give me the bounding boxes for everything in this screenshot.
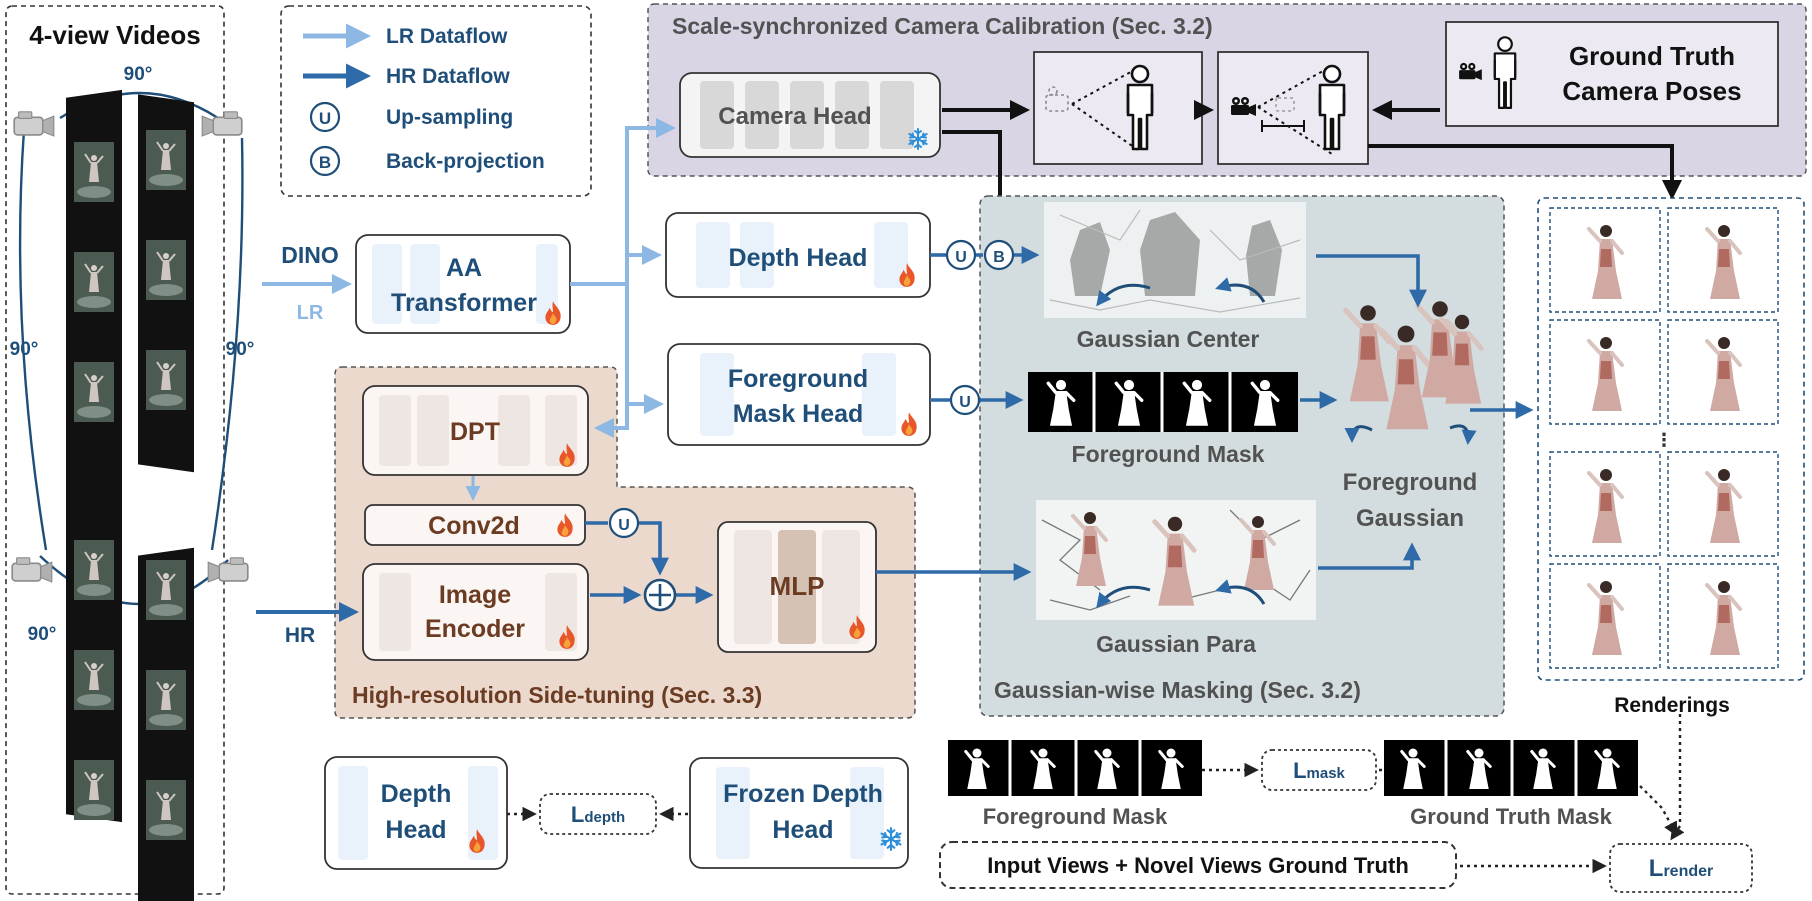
upsampling-icon [309, 101, 341, 133]
foreground-mask-head-block: Foreground Mask Head [667, 343, 931, 446]
side-tuning-panel: High-resolution Side-tuning (Sec. 3.3) D… [334, 366, 916, 719]
frozen-depth-head-label-line1: Frozen Depth [723, 780, 883, 808]
gaussian-masking-title: Gaussian-wise Masking (Sec. 3.2) [994, 677, 1361, 703]
foreground-mask-loss-label: Foreground Mask [983, 804, 1168, 829]
mlp-label: MLP [770, 571, 825, 601]
upsampling-icon [945, 239, 977, 271]
svg-text:Lmask: Lmask [1293, 758, 1345, 783]
angle-label-left: 90° [10, 339, 39, 360]
upsampling-icon [608, 507, 640, 539]
camera-calibration-title: Scale-synchronized Camera Calibration (S… [672, 13, 1213, 39]
image-encoder-block: Image Encoder [362, 563, 589, 661]
input-views-box: Input Views + Novel Views Ground Truth [939, 841, 1457, 889]
camera-head-block: Camera Head [679, 72, 941, 158]
upsampling-icon [949, 384, 981, 416]
angle-label-top: 90° [124, 64, 153, 85]
svg-text:Ldepth: Ldepth [571, 802, 625, 827]
l-render-main: L [1649, 855, 1664, 882]
conv2d-label: Conv2d [428, 512, 520, 540]
hr-label: HR [285, 624, 315, 647]
foreground-mask-head-label-line1: Foreground [728, 365, 868, 393]
svg-text:⋮: ⋮ [1655, 430, 1673, 450]
dpt-label: DPT [450, 418, 500, 446]
angle-label-bottom: 90° [28, 624, 57, 645]
ground-truth-label-line1: Ground Truth [1569, 41, 1735, 71]
ground-truth-poses-block: Ground Truth Camera Poses [1445, 21, 1779, 127]
ground-truth-mask-label: Ground Truth Mask [1410, 804, 1612, 829]
l-depth-box: Ldepth [539, 793, 657, 835]
input-views-label: Input Views + Novel Views Ground Truth [987, 853, 1409, 878]
backprojection-icon [983, 239, 1015, 271]
lr-dataflow [262, 118, 676, 438]
legend-upsampling: Up-sampling [386, 106, 513, 129]
upsampling-symbol: U [618, 517, 630, 534]
calibration-step-1 [1033, 51, 1203, 165]
l-mask-sub: mask [1307, 765, 1346, 782]
aa-transformer-label-line1: AA [446, 254, 482, 282]
renderings-panel: ⋮ [1537, 197, 1805, 681]
svg-text:Lrender: Lrender [1649, 855, 1713, 882]
gaussian-center-image [1044, 202, 1306, 318]
lr-label: LR [297, 302, 324, 324]
input-videos-title: 4-view Videos [29, 20, 201, 50]
depth-head-loss-label-line2: Head [385, 816, 446, 844]
legend-backprojection: Back-projection [386, 150, 545, 173]
conv2d-block: Conv2d [364, 504, 586, 546]
calibration-step-2 [1217, 51, 1369, 165]
backprojection-symbol: B [993, 249, 1005, 266]
frozen-depth-head-block: Frozen Depth Head [689, 757, 909, 869]
legend: LR Dataflow HR Dataflow U Up-sampling B … [280, 5, 592, 197]
film-strip [66, 89, 122, 468]
l-render-box: Lrender [1609, 843, 1753, 893]
ground-truth-label-line2: Camera Poses [1562, 76, 1741, 106]
backprojection-icon [309, 145, 341, 177]
foreground-gaussian-label-line1: Foreground [1343, 469, 1478, 496]
foreground-mask-label: Foreground Mask [1072, 441, 1265, 467]
l-mask-main: L [1293, 758, 1306, 783]
mlp-block: MLP [717, 521, 877, 653]
gaussian-para-image [1036, 500, 1316, 620]
upsampling-symbol: U [955, 249, 967, 266]
frozen-depth-head-label-line2: Head [772, 816, 833, 844]
gaussian-center-label: Gaussian Center [1077, 326, 1260, 352]
input-videos-panel: 4-view Videos 90° 90° 90° 90° [5, 5, 255, 901]
film-strip [66, 434, 122, 823]
camera-head-label: Camera Head [718, 103, 871, 130]
angle-label-right: 90° [226, 339, 255, 360]
depth-head-loss-label-line1: Depth [381, 780, 452, 808]
depth-head-block: Depth Head [665, 212, 931, 298]
foreground-mask-head-label-line2: Mask Head [733, 400, 864, 428]
side-tuning-title: High-resolution Side-tuning (Sec. 3.3) [352, 682, 762, 708]
l-depth-main: L [571, 802, 584, 827]
legend-hr-dataflow: HR Dataflow [386, 65, 510, 88]
upsampling-symbol: U [959, 394, 971, 411]
hr-dataflow [876, 246, 1534, 581]
gaussian-para-label: Gaussian Para [1096, 631, 1256, 657]
image-encoder-label-line2: Encoder [425, 615, 525, 643]
l-render-sub: render [1663, 863, 1713, 880]
foreground-mask-strip [1028, 372, 1298, 432]
depth-head-student-block: Depth Head [324, 756, 508, 870]
camera-calibration-panel: Scale-synchronized Camera Calibration (S… [647, 3, 1807, 264]
renderings-label: Renderings [1614, 694, 1730, 717]
depth-head-label: Depth Head [729, 244, 868, 272]
upsampling-symbol: U [319, 109, 331, 128]
ground-truth-mask-strip [1384, 740, 1638, 796]
l-mask-box: Lmask [1261, 749, 1377, 791]
dpt-block: DPT [362, 385, 589, 476]
image-encoder-label-line1: Image [439, 581, 511, 609]
aa-transformer-block: AA Transformer [355, 234, 571, 334]
foreground-mask-loss-strip [948, 740, 1202, 796]
gaussian-masking-panel: Gaussian-wise Masking (Sec. 3.2) Gaussia… [979, 195, 1505, 717]
backprojection-symbol: B [319, 153, 331, 172]
dino-label: DINO [281, 242, 339, 268]
aa-transformer-label-line2: Transformer [391, 289, 537, 317]
film-strip [138, 547, 194, 901]
film-strip [138, 94, 194, 473]
l-depth-sub: depth [584, 809, 625, 826]
foreground-gaussian-label-line2: Gaussian [1356, 505, 1464, 532]
legend-lr-dataflow: LR Dataflow [386, 25, 508, 48]
